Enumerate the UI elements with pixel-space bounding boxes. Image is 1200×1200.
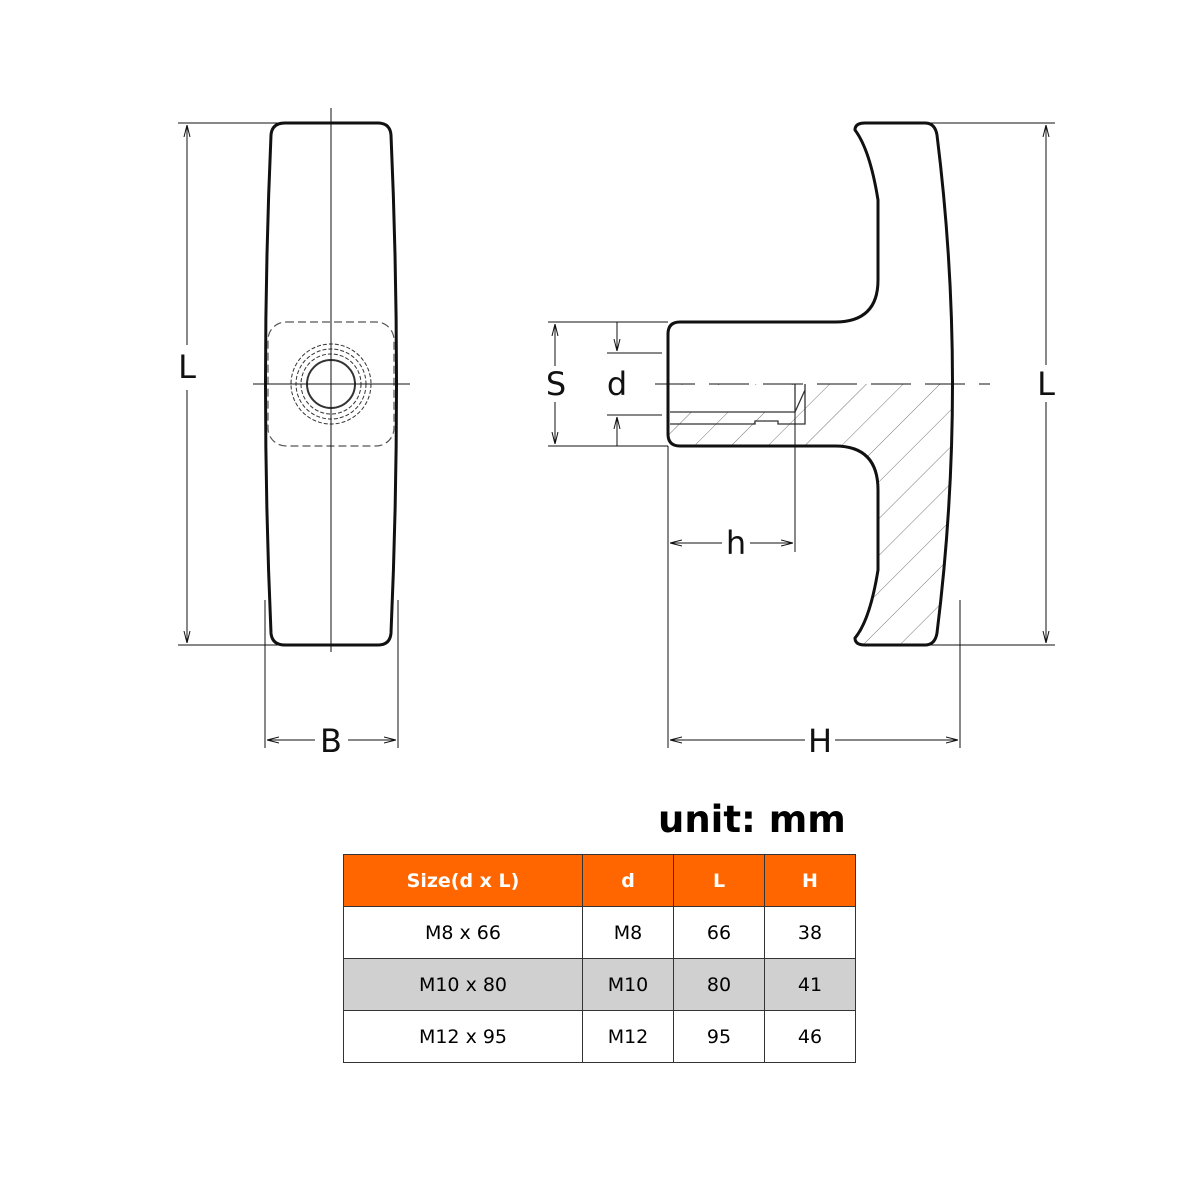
side-length-label: L	[1037, 365, 1055, 403]
side-d-label: d	[607, 365, 627, 403]
front-length-label: L	[178, 348, 196, 386]
side-s-label: S	[546, 365, 566, 403]
cell-h: 46	[764, 1010, 856, 1063]
side-height-label: H	[808, 722, 832, 760]
cell-size: M8 x 66	[343, 906, 583, 959]
front-width-label: B	[320, 722, 342, 760]
front-view: L B	[178, 108, 410, 760]
table-header-row: Size(d x L) d L H	[343, 854, 856, 907]
cell-size: M10 x 80	[343, 958, 583, 1011]
side-view: S d h H L	[546, 121, 1055, 760]
cell-size: M12 x 95	[343, 1010, 583, 1063]
side-h-label: h	[726, 524, 746, 562]
table-row: M10 x 80 M10 80 41	[343, 958, 856, 1011]
header-d: d	[582, 854, 674, 907]
front-outline	[264, 121, 398, 647]
cell-h: 41	[764, 958, 856, 1011]
technical-drawing: L B S d h H L	[178, 108, 1055, 760]
cell-d: M8	[582, 906, 674, 959]
cell-l: 95	[673, 1010, 765, 1063]
table-row: M12 x 95 M12 95 46	[343, 1010, 856, 1063]
side-outline	[666, 121, 954, 647]
header-size: Size(d x L)	[343, 854, 583, 907]
size-table: Size(d x L) d L H M8 x 66 M8 66 38 M10 x…	[343, 854, 856, 1063]
header-l: L	[673, 854, 765, 907]
cell-d: M12	[582, 1010, 674, 1063]
header-h: H	[764, 854, 856, 907]
cell-l: 80	[673, 958, 765, 1011]
cell-l: 66	[673, 906, 765, 959]
cell-h: 38	[764, 906, 856, 959]
table-row: M8 x 66 M8 66 38	[343, 906, 856, 959]
section-hatch	[668, 384, 953, 645]
cell-d: M10	[582, 958, 674, 1011]
unit-label: unit: mm	[658, 798, 846, 841]
